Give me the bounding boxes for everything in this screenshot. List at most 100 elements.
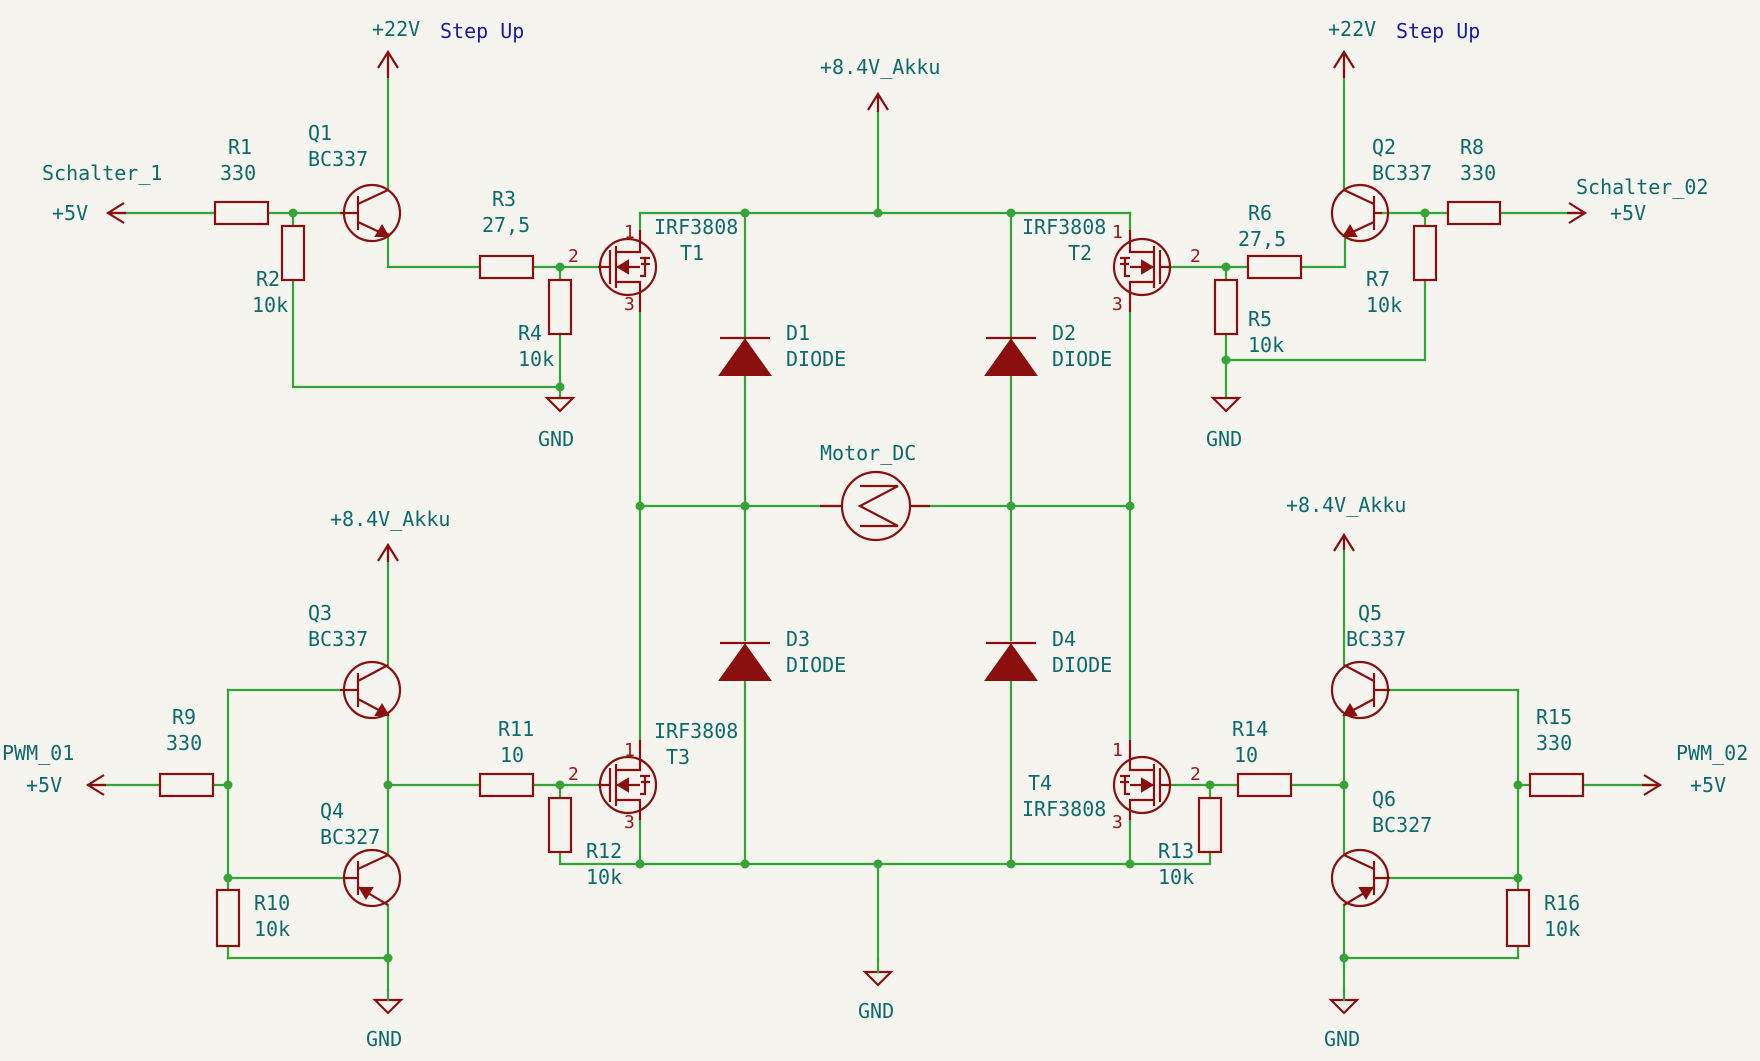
ref-r16: R16 <box>1544 891 1580 915</box>
ref-r13: R13 <box>1158 839 1194 863</box>
ref-r1: R1 <box>228 135 252 159</box>
ref-r4: R4 <box>518 321 542 345</box>
diode-d2 <box>984 336 1038 376</box>
power-arrow-akku-right <box>1333 532 1355 552</box>
label-gnd-3: GND <box>858 999 894 1023</box>
resistor-r4 <box>547 278 573 336</box>
resistor-r5 <box>1213 278 1239 336</box>
value-r2: 10k <box>252 293 288 317</box>
ref-d1: D1 <box>786 321 810 345</box>
resistor-r16 <box>1505 888 1531 948</box>
value-r10: 10k <box>254 917 290 941</box>
net-schalter-02: Schalter_02 <box>1576 175 1708 199</box>
transistor-q4 <box>342 848 402 908</box>
resistor-r9 <box>158 772 215 798</box>
ref-r15: R15 <box>1536 705 1572 729</box>
pin-t1-1: 1 <box>624 222 635 243</box>
diode-d1 <box>718 336 772 376</box>
label-5v-3: +5V <box>26 773 62 797</box>
pin-t3-3: 3 <box>624 812 635 833</box>
value-q5: BC337 <box>1346 627 1406 651</box>
mosfet-t4 <box>1112 740 1172 820</box>
ref-q2: Q2 <box>1372 135 1396 159</box>
ref-d2: D2 <box>1052 321 1076 345</box>
label-5v-4: +5V <box>1690 773 1726 797</box>
power-arrow-5v-1 <box>105 202 126 224</box>
net-pwm-02: PWM_02 <box>1676 741 1748 765</box>
pin-t1-3: 3 <box>624 294 635 315</box>
wires <box>86 60 1662 992</box>
value-d3: DIODE <box>786 653 846 677</box>
value-r14: 10 <box>1234 743 1258 767</box>
diode-d3 <box>718 641 772 681</box>
resistor-r7 <box>1412 224 1438 282</box>
value-r8: 330 <box>1460 161 1496 185</box>
label-akku-right: +8.4V_Akku <box>1286 493 1406 517</box>
value-r13: 10k <box>1158 865 1194 889</box>
pin-t4-1: 1 <box>1112 740 1123 761</box>
label-gnd-4: GND <box>366 1027 402 1051</box>
label-gnd-5: GND <box>1324 1027 1360 1051</box>
label-22v-right: +22V <box>1328 17 1376 41</box>
resistor-r13 <box>1197 796 1223 854</box>
ref-q3: Q3 <box>308 601 332 625</box>
value-r15: 330 <box>1536 731 1572 755</box>
pin-t2-2: 2 <box>1190 246 1201 267</box>
resistor-r14 <box>1236 772 1293 798</box>
resistor-r8 <box>1446 200 1502 226</box>
value-r12: 10k <box>586 865 622 889</box>
pin-t4-2: 2 <box>1190 764 1201 785</box>
value-q4: BC327 <box>320 825 380 849</box>
label-gnd-1: GND <box>538 427 574 451</box>
transistor-q1 <box>340 183 402 243</box>
value-d2: DIODE <box>1052 347 1112 371</box>
power-arrow-5v-2 <box>1567 202 1588 224</box>
pin-t3-1: 1 <box>624 740 635 761</box>
net-pwm-01: PWM_01 <box>2 741 74 765</box>
power-arrow-akku-top <box>867 91 889 112</box>
ref-r10: R10 <box>254 891 290 915</box>
value-t3: IRF3808 <box>654 719 738 743</box>
junctions <box>223 208 1523 963</box>
power-arrow-5v-4 <box>1642 774 1663 796</box>
value-q6: BC327 <box>1372 813 1432 837</box>
value-t2: IRF3808 <box>1022 215 1106 239</box>
power-arrow-akku-left <box>377 542 399 562</box>
power-arrow-22v-right <box>1333 49 1355 78</box>
pin-t3-2: 2 <box>568 764 579 785</box>
ref-d4: D4 <box>1052 627 1076 651</box>
ref-r7: R7 <box>1366 267 1390 291</box>
ref-r14: R14 <box>1232 717 1268 741</box>
value-q2: BC337 <box>1372 161 1432 185</box>
resistor-r12 <box>547 796 573 854</box>
value-r16: 10k <box>1544 917 1580 941</box>
label-5v-1: +5V <box>52 201 88 225</box>
transistor-q5 <box>1330 660 1390 720</box>
value-d1: DIODE <box>786 347 846 371</box>
resistor-r15 <box>1528 772 1585 798</box>
resistor-r6 <box>1246 254 1303 280</box>
pin-t1-2: 2 <box>568 246 579 267</box>
net-schalter-1: Schalter_1 <box>42 161 162 185</box>
ref-r6: R6 <box>1248 201 1272 225</box>
value-r9: 330 <box>166 731 202 755</box>
value-d4: DIODE <box>1052 653 1112 677</box>
ref-r11: R11 <box>498 717 534 741</box>
value-q1: BC337 <box>308 147 368 171</box>
ref-q6: Q6 <box>1372 787 1396 811</box>
transistor-q6 <box>1330 848 1390 908</box>
pin-t2-3: 3 <box>1112 294 1123 315</box>
ref-r9: R9 <box>172 705 196 729</box>
value-r4: 10k <box>518 347 554 371</box>
mosfet-t3 <box>598 740 658 820</box>
value-t1: IRF3808 <box>654 215 738 239</box>
pin-t2-1: 1 <box>1112 222 1123 243</box>
label-5v-2: +5V <box>1610 201 1646 225</box>
label-stepup-right: Step Up <box>1396 19 1480 43</box>
resistor-r3 <box>478 254 535 280</box>
resistor-r2 <box>280 224 306 282</box>
value-r1: 330 <box>220 161 256 185</box>
ref-r12: R12 <box>586 839 622 863</box>
gnd-symbol-1 <box>544 396 576 413</box>
